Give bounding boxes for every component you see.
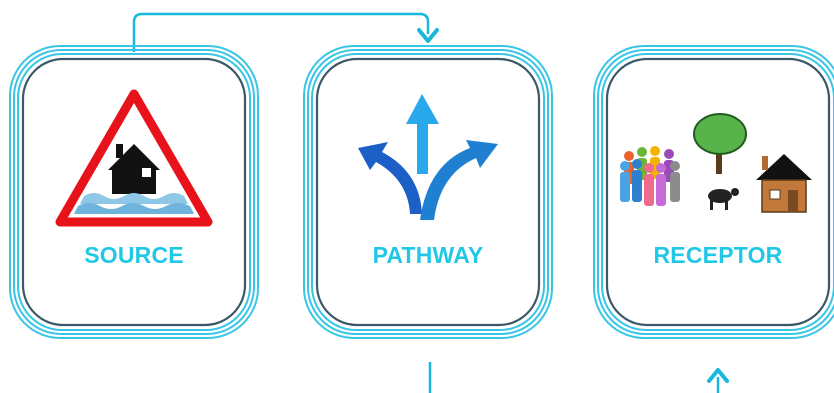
split-arrows-icon	[358, 94, 498, 220]
flood-warning-icon	[55, 89, 213, 227]
tree-icon	[693, 113, 747, 174]
cow-icon	[708, 188, 739, 210]
down-arrowhead-icon	[417, 28, 439, 43]
pathway-node: PATHWAY	[302, 44, 554, 340]
up-arrowhead-icon	[707, 368, 729, 383]
source-label: SOURCE	[84, 242, 184, 268]
people-tree-cow-house-icon	[620, 113, 812, 213]
pathway-label: PATHWAY	[372, 242, 484, 268]
receptor-node: RECEPTOR	[592, 44, 834, 340]
receptor-label: RECEPTOR	[653, 242, 783, 268]
source-node: SOURCE	[8, 44, 260, 340]
people-icon	[620, 146, 680, 206]
source-to-pathway-connector	[132, 12, 430, 52]
house-icon	[756, 154, 812, 213]
